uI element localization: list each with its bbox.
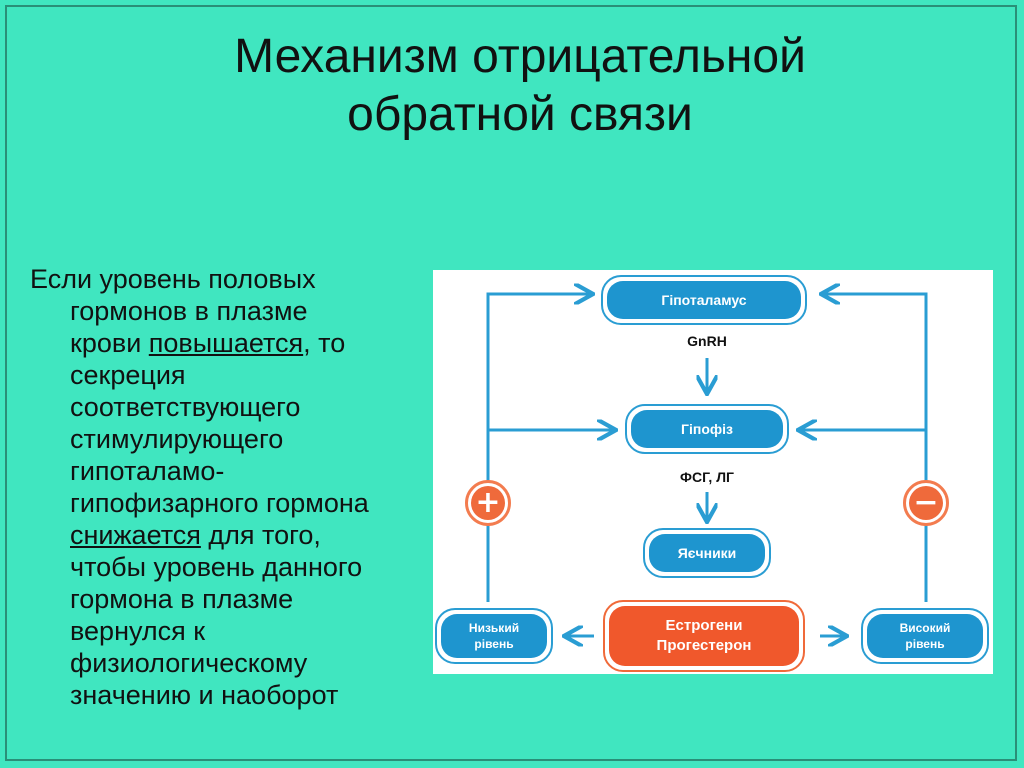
slide-title: Механизм отрицательной обратной связи: [100, 28, 940, 144]
low-level-label-2: рівень: [474, 637, 514, 651]
feedback-diagram: Гіпоталамус GnRH Гіпофіз ФСГ, ЛГ Яєчники…: [433, 270, 993, 674]
text-line: гормонов в плазме: [70, 296, 308, 326]
text-line: физиологическому: [70, 648, 308, 678]
text-line: стимулирующего: [70, 424, 284, 454]
progesterone-label: Прогестерон: [656, 637, 752, 654]
low-level-node: Низький рівень: [435, 608, 553, 664]
text-line: секреция: [70, 360, 186, 390]
hypothalamus-node: Гіпоталамус: [601, 275, 807, 325]
estrogen-label: Естрогени: [665, 617, 743, 634]
text-line: Если уровень половых: [30, 264, 316, 294]
title-line-2: обратной связи: [347, 88, 693, 141]
text-line: гормона в плазме: [70, 584, 294, 614]
text-line: снижается для того,: [30, 519, 460, 551]
text-fragment: , то: [303, 328, 346, 358]
right-loop-line: [823, 294, 928, 602]
fsh-lh-label: ФСГ, ЛГ: [680, 469, 734, 485]
high-level-label-1: Високий: [899, 621, 951, 635]
ovaries-label: Яєчники: [677, 545, 737, 561]
text-line: значению и наоборот: [70, 680, 339, 710]
underlined-word-increases: повышается: [148, 328, 304, 358]
hypothalamus-label: Гіпоталамус: [661, 292, 747, 308]
high-level-label-2: рівень: [905, 637, 945, 651]
plus-sign-glyph: +: [471, 486, 505, 520]
gnrh-label: GnRH: [687, 333, 727, 349]
minus-sign-glyph: −: [909, 486, 943, 520]
hormones-node: Естрогени Прогестерон: [603, 600, 805, 672]
text-line: гипоталамо-: [70, 456, 225, 486]
pituitary-node: Гіпофіз: [625, 404, 789, 454]
left-loop-line: [486, 294, 591, 602]
text-fragment: для того,: [200, 520, 321, 550]
text-fragment: крови: [70, 328, 149, 358]
text-line: гипофизарного гормона: [70, 488, 369, 518]
text-line: соответствующего: [70, 392, 301, 422]
text-line: чтобы уровень данного: [70, 552, 363, 582]
text-line: крови повышается, то: [30, 327, 460, 359]
pituitary-label: Гіпофіз: [681, 421, 733, 437]
explanation-text: Если уровень половых гормонов в плазме к…: [30, 263, 460, 711]
low-level-label-1: Низький: [468, 621, 520, 635]
plus-sign-icon: +: [465, 480, 511, 526]
underlined-word-decreases: снижается: [70, 520, 201, 550]
high-level-node: Високий рівень: [861, 608, 989, 664]
ovaries-node: Яєчники: [643, 528, 771, 578]
text-line: вернулся к: [70, 616, 206, 646]
minus-sign-icon: −: [903, 480, 949, 526]
title-line-1: Механизм отрицательной: [234, 30, 806, 83]
slide-frame: [5, 5, 1017, 761]
